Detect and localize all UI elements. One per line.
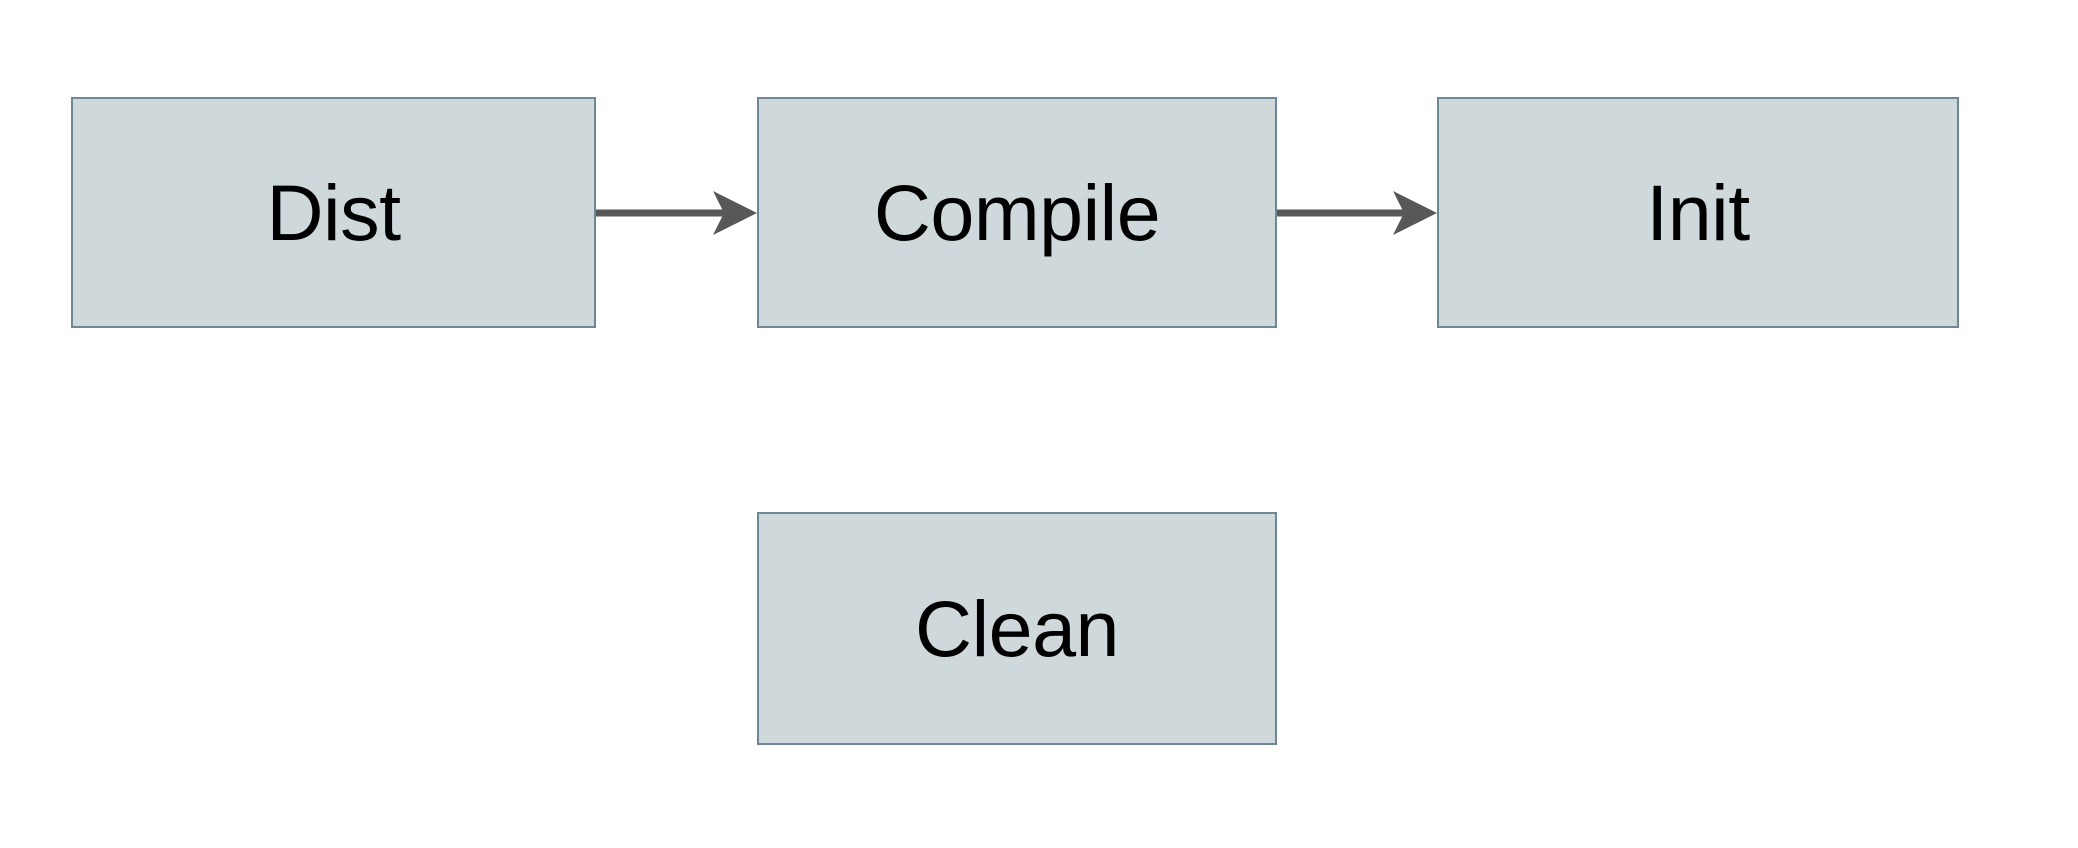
edge-dist-to-compile[interactable] xyxy=(594,188,760,238)
node-compile-label: Compile xyxy=(873,168,1161,257)
node-dist-label: Dist xyxy=(266,168,401,257)
node-clean-label: Clean xyxy=(915,584,1119,673)
node-compile[interactable]: Compile xyxy=(757,97,1277,328)
node-init-label: Init xyxy=(1646,168,1750,257)
node-clean[interactable]: Clean xyxy=(757,512,1277,745)
arrow-dist-to-compile-icon xyxy=(596,191,757,235)
node-init[interactable]: Init xyxy=(1437,97,1959,328)
arrow-head xyxy=(1393,191,1437,235)
edge-compile-to-init[interactable] xyxy=(1275,188,1440,238)
node-dist[interactable]: Dist xyxy=(71,97,596,328)
arrow-head xyxy=(713,191,757,235)
arrow-compile-to-init-icon xyxy=(1277,191,1437,235)
